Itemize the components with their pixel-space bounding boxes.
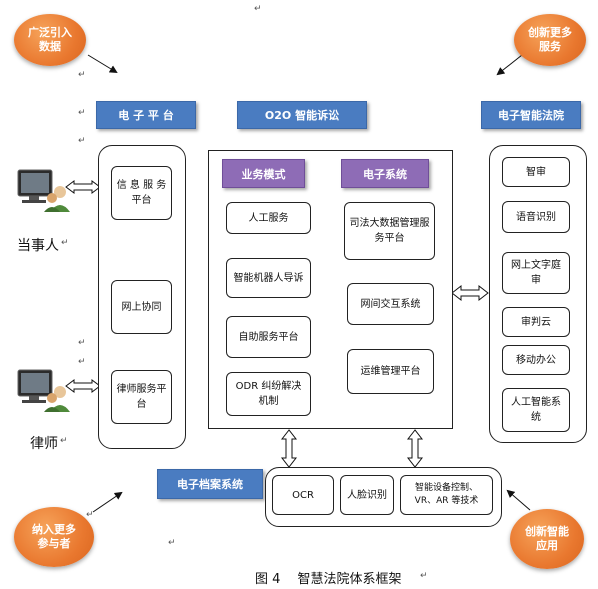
left-item-online-collab: 网上协同 [111, 280, 172, 334]
return-mark: ↵ [60, 436, 68, 446]
return-mark: ↵ [78, 108, 86, 118]
left-item-online-collab-text: 网上协同 [121, 301, 162, 313]
figure-caption: 图 4 智慧法院体系框架 [255, 572, 402, 587]
header-smart-court: 电子智能法院 [481, 101, 581, 129]
return-mark: ↵ [78, 70, 86, 80]
header-archive-system-text: 电子档案系统 [177, 478, 243, 491]
circle-bottom-right-text: 创新智能应用 [525, 525, 569, 552]
header-electronic-platform: 电 子 平 台 [96, 101, 196, 129]
circle-top-right: 创新更多服务 [514, 14, 586, 66]
right-item-online-text-hearing: 网上文字庭审 [502, 252, 570, 294]
double-arrow-vertical-left [280, 429, 298, 468]
arrow-top-left [87, 54, 118, 74]
business-item-manual-service: 人工服务 [226, 202, 311, 234]
system-item-ops-management-text: 运维管理平台 [360, 366, 421, 377]
right-item-voice-recognition: 语音识别 [502, 201, 570, 233]
return-mark: ↵ [254, 4, 262, 14]
circle-top-left: 广泛引入数据 [14, 14, 86, 66]
left-item-info-service: 信 息 服 务平台 [111, 166, 172, 220]
system-item-big-data: 司法大数据管理服务平台 [344, 202, 435, 260]
left-item-lawyer-service-text: 律师服务平台 [116, 384, 167, 410]
business-item-manual-service-text: 人工服务 [248, 212, 289, 224]
right-item-online-text-hearing-text: 网上文字庭审 [511, 260, 561, 286]
business-item-robot-guide-text: 智能机器人导诉 [233, 272, 304, 284]
archive-item-ocr: OCR [272, 475, 334, 515]
circle-top-right-text: 创新更多服务 [528, 26, 572, 53]
business-item-robot-guide: 智能机器人导诉 [226, 258, 311, 298]
header-o2o-litigation: O2O 智能诉讼 [237, 101, 367, 129]
archive-item-smart-device-text: 智能设备控制、VR、AR 等技术 [414, 483, 479, 506]
right-item-voice-recognition-text: 语音识别 [516, 211, 556, 223]
right-item-ai-system: 人工智能系统 [502, 388, 570, 432]
archive-item-ocr-text: OCR [292, 489, 314, 501]
arrow-top-right [496, 54, 523, 76]
return-mark: ↵ [420, 571, 428, 581]
right-item-trial-cloud: 审判云 [502, 307, 570, 337]
circle-bottom-right: 创新智能应用 [510, 509, 584, 569]
archive-item-face-recognition-text: 人脸识别 [347, 489, 387, 501]
right-item-smart-trial: 智审 [502, 157, 570, 187]
system-item-ops-management: 运维管理平台 [347, 349, 434, 394]
return-mark: ↵ [78, 357, 86, 367]
header-archive-system: 电子档案系统 [157, 469, 263, 499]
header-electronic-platform-text: 电 子 平 台 [118, 109, 174, 122]
left-item-lawyer-service: 律师服务平台 [111, 370, 172, 424]
return-mark: ↵ [86, 510, 94, 520]
business-item-self-service: 自助服务平台 [226, 316, 311, 358]
header-business-model: 业务模式 [222, 159, 305, 188]
right-item-ai-system-text: 人工智能系统 [511, 397, 561, 423]
business-item-odr-text: ODR 纠纷解决机制 [235, 381, 302, 407]
right-item-mobile-office-text: 移动办公 [516, 354, 556, 366]
right-item-smart-trial-text: 智审 [526, 166, 546, 178]
circle-bottom-left-text: 纳入更多参与者 [32, 523, 76, 550]
arrow-bottom-right [506, 489, 531, 511]
system-item-big-data-text: 司法大数据管理服务平台 [349, 218, 430, 244]
person-lawyer-label: 律师 [30, 436, 58, 452]
archive-item-smart-device: 智能设备控制、VR、AR 等技术 [400, 475, 493, 515]
archive-item-face-recognition: 人脸识别 [340, 475, 394, 515]
business-item-odr: ODR 纠纷解决机制 [226, 372, 311, 416]
header-electronic-system: 电子系统 [341, 159, 429, 188]
return-mark: ↵ [78, 338, 86, 348]
return-mark: ↵ [78, 136, 86, 146]
circle-top-left-text: 广泛引入数据 [28, 26, 72, 53]
arrow-bottom-left [92, 491, 123, 513]
person-lawyer [16, 368, 72, 412]
system-item-network-interaction: 网间交互系统 [347, 283, 434, 325]
person-client-label: 当事人 [17, 238, 59, 254]
double-arrow-center-right [451, 284, 489, 302]
return-mark: ↵ [61, 238, 69, 248]
person-client [16, 168, 72, 212]
computer-user-icon [17, 369, 70, 412]
right-item-mobile-office: 移动办公 [502, 345, 570, 375]
double-arrow-vertical-right [406, 429, 424, 468]
circle-bottom-left: 纳入更多参与者 [14, 507, 94, 567]
return-mark: ↵ [168, 538, 176, 548]
header-electronic-system-text: 电子系统 [363, 167, 407, 181]
header-smart-court-text: 电子智能法院 [498, 109, 564, 122]
right-item-trial-cloud-text: 审判云 [521, 316, 551, 328]
system-item-network-interaction-text: 网间交互系统 [360, 298, 421, 310]
computer-user-icon [17, 169, 70, 212]
business-item-self-service-text: 自助服务平台 [238, 331, 299, 343]
header-o2o-litigation-text: O2O 智能诉讼 [264, 109, 340, 122]
header-business-model-text: 业务模式 [241, 167, 286, 181]
left-item-info-service-text: 信 息 服 务平台 [116, 180, 167, 206]
